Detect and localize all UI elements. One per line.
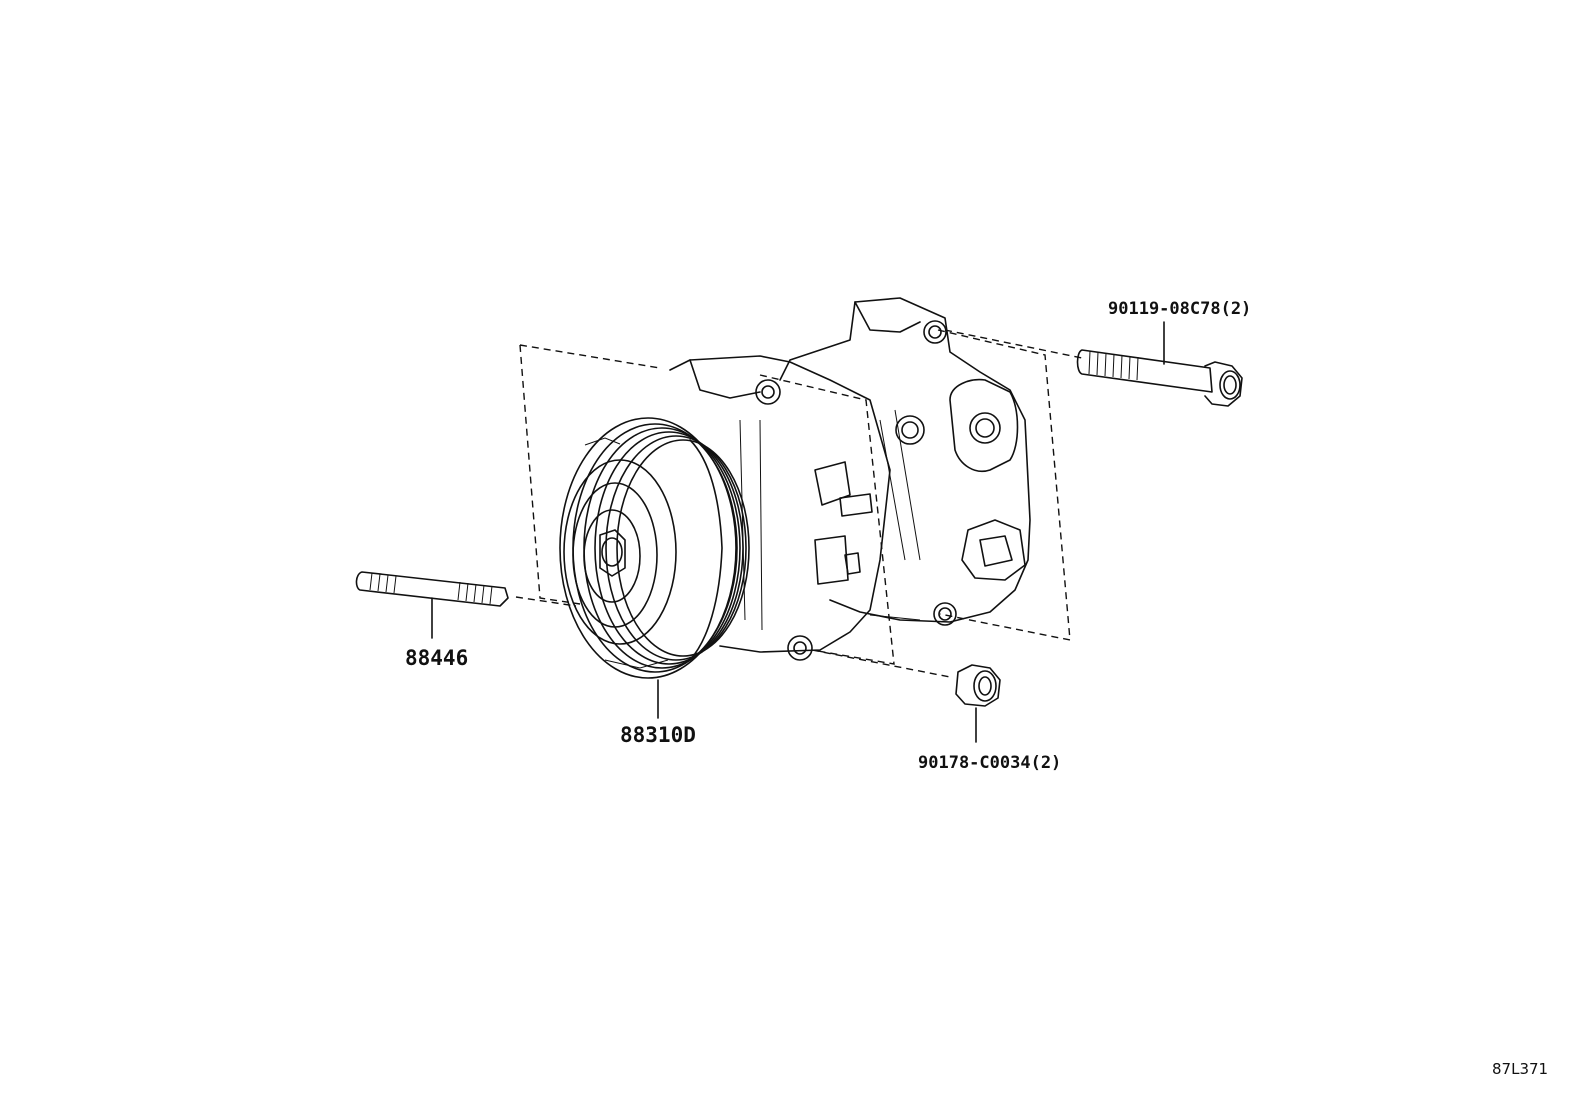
bolt-illustration [1076,321,1243,407]
stud-bolt-illustration [355,571,509,639]
compressor-illustration [559,297,1031,679]
label-bolt[interactable]: 90119-08C78(2) [1108,299,1251,319]
assembly-guides [515,329,1083,678]
diagram-code: 87L371 [1492,1060,1548,1078]
label-nut[interactable]: 90178-C0034(2) [918,753,1061,773]
label-compressor[interactable]: 88310D [620,723,696,747]
label-stud-bolt[interactable]: 88446 [405,646,468,670]
nut-illustration [955,664,1001,743]
